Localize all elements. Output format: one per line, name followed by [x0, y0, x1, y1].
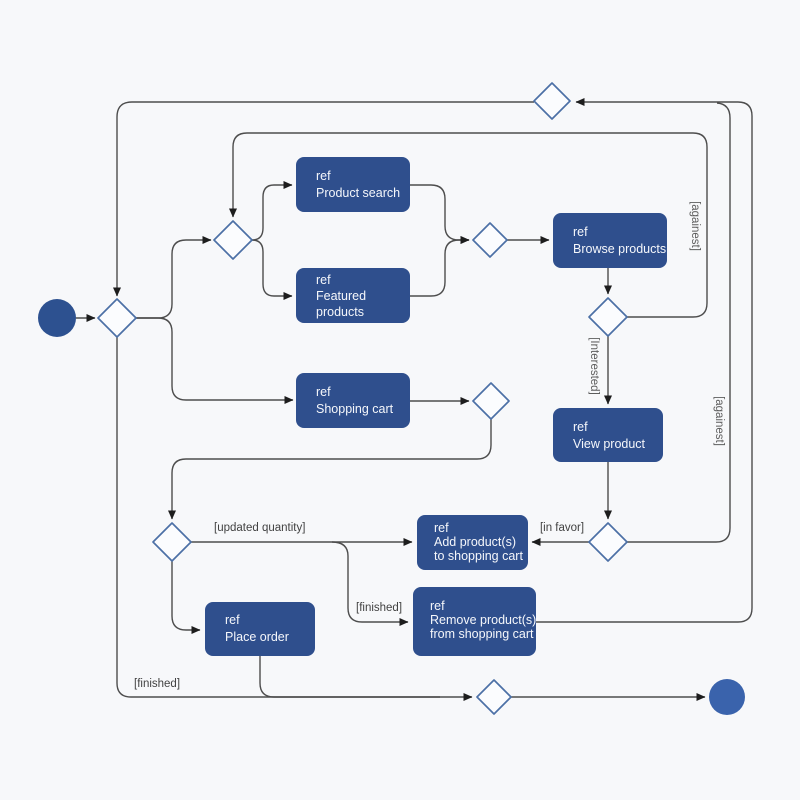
edges: [76, 98, 753, 701]
activity-remove-products-from-cart[interactable]: ref Remove product(s) from shopping cart: [413, 587, 536, 656]
activity-box: [296, 157, 410, 212]
activity-box: [296, 373, 410, 428]
edge-remove-products-to-restart-merge: [536, 98, 753, 623]
activity-label: Browse products: [573, 242, 666, 256]
start-node[interactable]: [38, 299, 76, 337]
edge-finished-to-remove-products: [331, 541, 409, 626]
merge-final[interactable]: [476, 679, 512, 715]
activity-label: ref: [430, 599, 445, 613]
label-against-view-loop: [againest]: [713, 396, 725, 446]
activity-add-products-to-cart[interactable]: ref Add product(s) to shopping cart: [417, 515, 528, 570]
edge-search-decision-to-product-search: [251, 181, 293, 241]
activity-label: View product: [573, 437, 646, 451]
edge-product-search-to-merge: [410, 184, 470, 244]
activity-place-order[interactable]: ref Place order: [205, 602, 315, 656]
label-interested: [Interested]: [588, 337, 600, 395]
activity-box: [553, 408, 663, 462]
activity-label: Shopping cart: [316, 402, 394, 416]
label-finished-remove: [finished]: [356, 602, 402, 614]
activity-label: ref: [316, 385, 331, 399]
activity-label: from shopping cart: [430, 627, 534, 641]
edge-finished-to-final-merge: [116, 337, 473, 701]
edge-place-order-to-final-merge: [259, 656, 440, 698]
activity-label: to shopping cart: [434, 549, 523, 563]
activity-box: [553, 213, 667, 268]
activity-label: ref: [434, 521, 449, 535]
activity-label: Featured: [316, 289, 366, 303]
edge-featured-products-to-merge: [410, 236, 470, 297]
activity-label: ref: [316, 169, 331, 183]
label-updated-quantity: [updated quantity]: [214, 522, 305, 534]
activity-label: ref: [573, 225, 588, 239]
activity-label: products: [316, 305, 364, 319]
activity-box: [205, 602, 315, 656]
edge-against-loop-to-search-decision: [229, 132, 708, 318]
label-finished-end: [finished]: [134, 678, 180, 690]
activity-browse-products[interactable]: ref Browse products: [553, 213, 667, 268]
activity-label: ref: [316, 273, 331, 287]
edge-quantity-decision-to-place-order: [171, 561, 201, 634]
decision-restart-merge[interactable]: [533, 82, 571, 120]
edge-against-loop-from-favor-decision: [627, 102, 731, 543]
edge-initial-decision-to-shopping-cart: [136, 317, 294, 404]
label-in-favor: [in favor]: [540, 522, 584, 534]
merge-after-cart[interactable]: [472, 382, 510, 420]
activity-label: Add product(s): [434, 535, 516, 549]
activity-box: [417, 515, 528, 570]
activity-box: [413, 587, 536, 656]
activity-shopping-cart[interactable]: ref Shopping cart: [296, 373, 410, 428]
decision-initial[interactable]: [97, 298, 137, 338]
activity-featured-products[interactable]: ref Featured products: [296, 268, 410, 323]
activity-label: Place order: [225, 630, 289, 644]
decision-interest[interactable]: [588, 297, 628, 337]
label-against-browse-loop: [againest]: [689, 201, 701, 251]
edge-labels: [againest] [againest] [Interested] [in f…: [134, 201, 725, 690]
activity-label: Remove product(s): [430, 613, 536, 627]
edge-initial-decision-to-search-decision: [136, 236, 212, 319]
edge-search-decision-to-featured-products: [251, 239, 293, 300]
edge-restart-merge-to-initial-decision: [113, 101, 534, 297]
activity-box: [296, 268, 410, 323]
end-node[interactable]: [709, 679, 745, 715]
activity-product-search[interactable]: ref Product search: [296, 157, 410, 212]
activity-label: ref: [225, 613, 240, 627]
decision-quantity[interactable]: [152, 522, 192, 562]
activity-label: ref: [573, 420, 588, 434]
edge-cart-merge-to-quantity-decision: [168, 419, 492, 520]
decision-search-or-featured[interactable]: [213, 220, 253, 260]
decision-favor[interactable]: [588, 522, 628, 562]
merge-before-browse[interactable]: [472, 222, 508, 258]
activity-view-product[interactable]: ref View product: [553, 408, 663, 462]
activity-label: Product search: [316, 186, 400, 200]
